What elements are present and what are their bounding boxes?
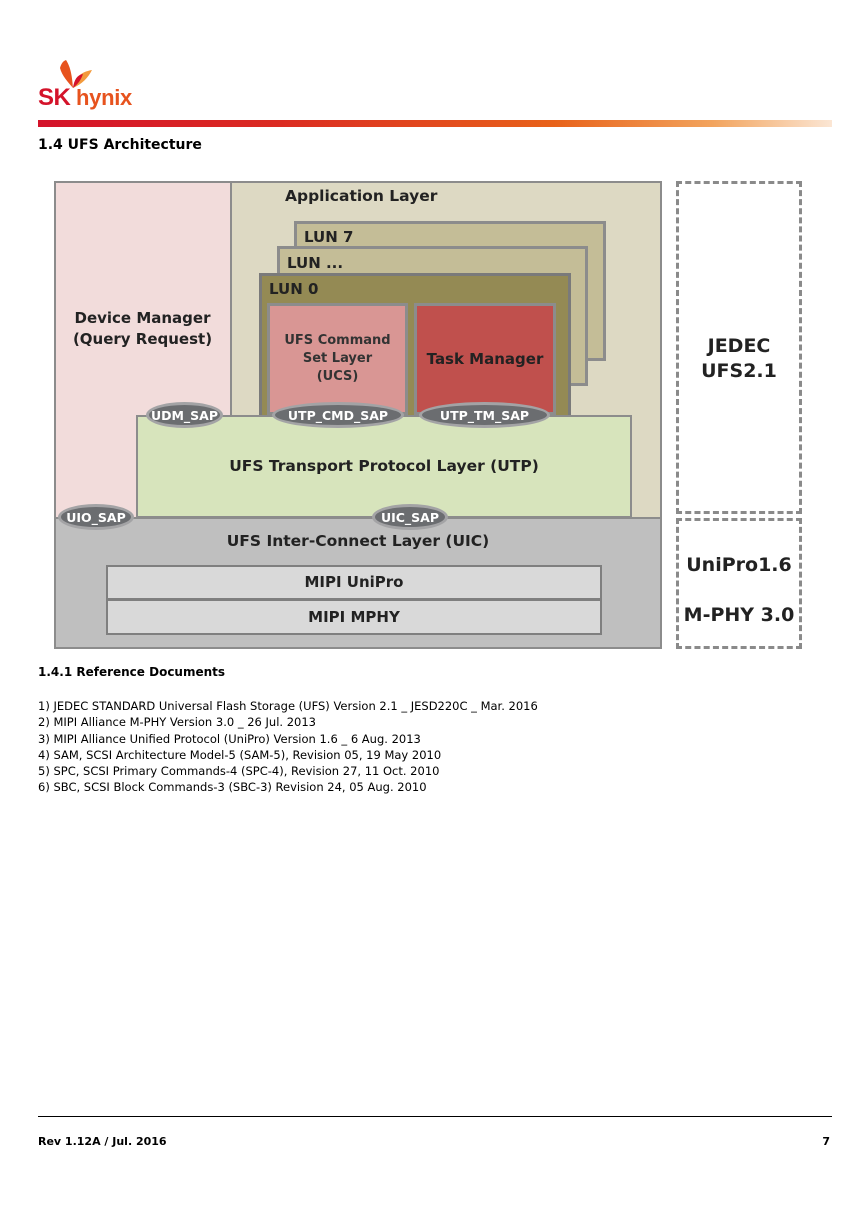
lun0-label: LUN 0 xyxy=(269,280,319,298)
uic-sap-badge: UIC_SAP xyxy=(372,504,448,530)
ucs-label: UFS Command Set Layer (UCS) xyxy=(284,333,391,384)
logo-hynix-text: hynix xyxy=(76,85,132,110)
mipi-unipro-label: MIPI UniPro xyxy=(304,573,404,591)
phy-spec-box xyxy=(676,518,802,649)
task-manager-label: Task Manager xyxy=(426,350,544,368)
reference-item: 6) SBC, SCSI Block Commands-3 (SBC-3) Re… xyxy=(38,780,427,795)
footer-rule xyxy=(38,1116,832,1117)
uio-sap-badge: UIO_SAP xyxy=(58,504,134,530)
unipro-version-label: UniPro1.6 xyxy=(686,554,792,576)
application-layer-label: Application Layer xyxy=(285,187,438,205)
footer-revision: Rev 1.12A / Jul. 2016 xyxy=(38,1135,167,1148)
reference-item: 2) MIPI Alliance M-PHY Version 3.0 _ 26 … xyxy=(38,715,316,730)
reference-list: 1) JEDEC STANDARD Universal Flash Storag… xyxy=(38,698,538,796)
sk-hynix-logo: SK hynix xyxy=(38,58,148,114)
device-manager-label: Device Manager (Query Request) xyxy=(72,309,213,348)
jedec-spec-label: JEDEC UFS2.1 xyxy=(701,335,777,382)
reference-item: 1) JEDEC STANDARD Universal Flash Storag… xyxy=(38,699,538,713)
ucs-box xyxy=(267,303,408,415)
lun7-label: LUN 7 xyxy=(304,228,354,246)
subsection-title: 1.4.1 Reference Documents xyxy=(38,665,226,679)
reference-item: 4) SAM, SCSI Architecture Model-5 (SAM-5… xyxy=(38,747,442,762)
lun-mid-label: LUN ... xyxy=(287,254,344,272)
mipi-unipro-box xyxy=(106,565,602,600)
jedec-spec-box xyxy=(676,181,802,514)
reference-item: 5) SPC, SCSI Primary Commands-4 (SPC-4),… xyxy=(38,764,440,779)
uic-layer-label: UFS Inter-Connect Layer (UIC) xyxy=(226,532,490,550)
section-title: 1.4 UFS Architecture xyxy=(38,137,202,153)
udm-sap-badge: UDM_SAP xyxy=(146,402,223,428)
butterfly-wing-icon xyxy=(60,60,92,88)
header-gradient-rule xyxy=(38,120,832,127)
task-manager-box xyxy=(414,303,556,415)
utp-tm-sap-badge: UTP_TM_SAP xyxy=(419,402,550,428)
ufs-architecture-diagram: Device Manager (Query Request) Applicati… xyxy=(54,181,802,649)
reference-item: 3) MIPI Alliance Unified Protocol (UniPr… xyxy=(38,731,421,746)
mipi-mphy-label: MIPI MPHY xyxy=(308,608,400,626)
utp-layer-label: UFS Transport Protocol Layer (UTP) xyxy=(229,457,539,475)
footer-page-number: 7 xyxy=(822,1135,830,1148)
mipi-mphy-box xyxy=(106,599,602,635)
logo-sk-text: SK xyxy=(38,84,71,111)
mphy-version-label: M-PHY 3.0 xyxy=(683,604,795,626)
utp-cmd-sap-badge: UTP_CMD_SAP xyxy=(272,402,404,428)
